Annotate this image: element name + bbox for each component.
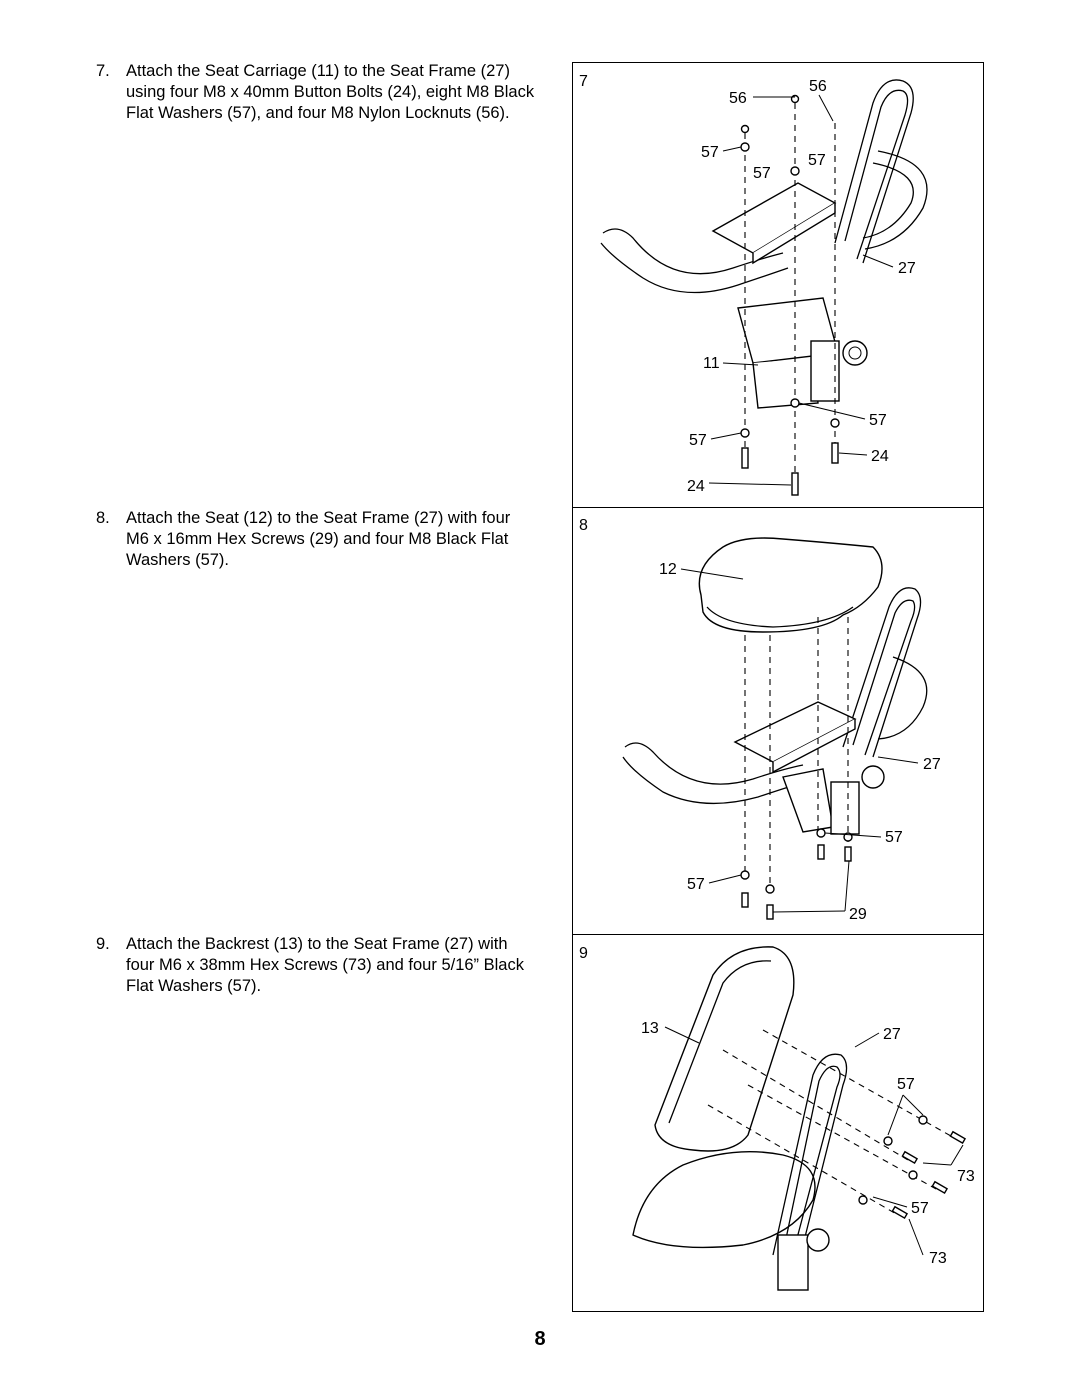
- washer: [816, 828, 826, 838]
- step-8-instruction: 8. Attach the Seat (12) to the Seat Fram…: [96, 508, 536, 571]
- callout: 12: [659, 561, 677, 578]
- washer: [858, 1195, 868, 1205]
- panel-step-label: 9: [579, 945, 588, 962]
- backrest: [654, 946, 795, 1152]
- adjustment-knob: [842, 340, 868, 366]
- callout: 27: [923, 756, 941, 773]
- backrest-attachment-diagram: 9 13 27 57 73 57: [579, 945, 975, 1291]
- step-7-instruction: 7. Attach the Seat Carriage (11) to the …: [96, 61, 536, 124]
- diagram-panel-step-9: 9 13 27 57 73 57: [572, 934, 984, 1312]
- washer: [740, 870, 750, 880]
- panel-step-label: 8: [579, 517, 588, 534]
- washer: [790, 398, 800, 408]
- callout: 27: [883, 1026, 901, 1043]
- seat-carriage: [777, 1234, 809, 1291]
- washer: [918, 1115, 928, 1125]
- hex-screw: [931, 1180, 949, 1195]
- callout: 24: [687, 478, 705, 495]
- step-number: 9.: [96, 935, 110, 953]
- washer: [830, 418, 840, 428]
- callout: 57: [869, 412, 887, 429]
- callout: 57: [911, 1200, 929, 1217]
- callout: 57: [753, 165, 771, 182]
- callout: 24: [871, 448, 889, 465]
- hex-screw: [901, 1150, 919, 1165]
- callout: 57: [885, 829, 903, 846]
- step-text: Attach the Backrest (13) to the Seat Fra…: [126, 935, 524, 995]
- hex-screw: [844, 846, 852, 862]
- step-text: Attach the Seat (12) to the Seat Frame (…: [126, 509, 511, 569]
- washer: [908, 1170, 918, 1180]
- seat-attachment-diagram: 8 12 27 57: [579, 517, 941, 923]
- washer: [765, 884, 775, 894]
- washer: [790, 166, 800, 176]
- seat-frame-handle: [772, 1053, 848, 1266]
- callout: 11: [703, 355, 720, 372]
- step-number: 7.: [96, 62, 110, 80]
- hex-screw: [766, 904, 774, 920]
- washer: [740, 142, 750, 152]
- hex-screw: [949, 1130, 967, 1145]
- seat-frame-handle: [842, 587, 922, 758]
- callout: 13: [641, 1020, 659, 1037]
- callout: 73: [957, 1168, 975, 1185]
- diagram-panel-step-8: 8 12 27 57: [572, 507, 984, 935]
- button-bolt: [741, 447, 749, 469]
- diagram-panel-step-7: 7 56 56: [572, 62, 984, 508]
- adjustment-knob: [806, 1228, 830, 1252]
- button-bolt: [791, 472, 799, 496]
- hex-screw: [891, 1205, 909, 1220]
- washer: [883, 1136, 893, 1146]
- step-text: Attach the Seat Carriage (11) to the Sea…: [126, 62, 535, 122]
- hex-screw: [741, 892, 749, 908]
- callout: 57: [689, 432, 707, 449]
- seat-carriage: [782, 768, 834, 833]
- adjustment-knob: [861, 765, 885, 789]
- washer: [740, 428, 750, 438]
- seat-cushion: [632, 1150, 816, 1249]
- panel-step-label: 7: [579, 73, 588, 90]
- callout: 73: [929, 1250, 947, 1267]
- callout: 57: [897, 1076, 915, 1093]
- callout: 56: [729, 90, 747, 107]
- callout: 57: [687, 876, 705, 893]
- seat-frame-handle: [834, 79, 914, 264]
- seat-cushion: [698, 537, 883, 633]
- callout: 29: [849, 906, 867, 923]
- button-bolt: [831, 442, 839, 464]
- locknut: [740, 124, 750, 134]
- step-number: 8.: [96, 509, 110, 527]
- page-number: 8: [534, 1328, 546, 1350]
- callout: 27: [898, 260, 916, 277]
- seat-carriage-assembly-diagram: 7 56 56: [579, 73, 928, 496]
- seat-frame-front-tube: [624, 742, 804, 785]
- hex-screw: [817, 844, 825, 860]
- callout: 57: [808, 152, 826, 169]
- step-9-instruction: 9. Attach the Backrest (13) to the Seat …: [96, 934, 536, 997]
- callout: 56: [809, 78, 827, 95]
- callout: 57: [701, 144, 719, 161]
